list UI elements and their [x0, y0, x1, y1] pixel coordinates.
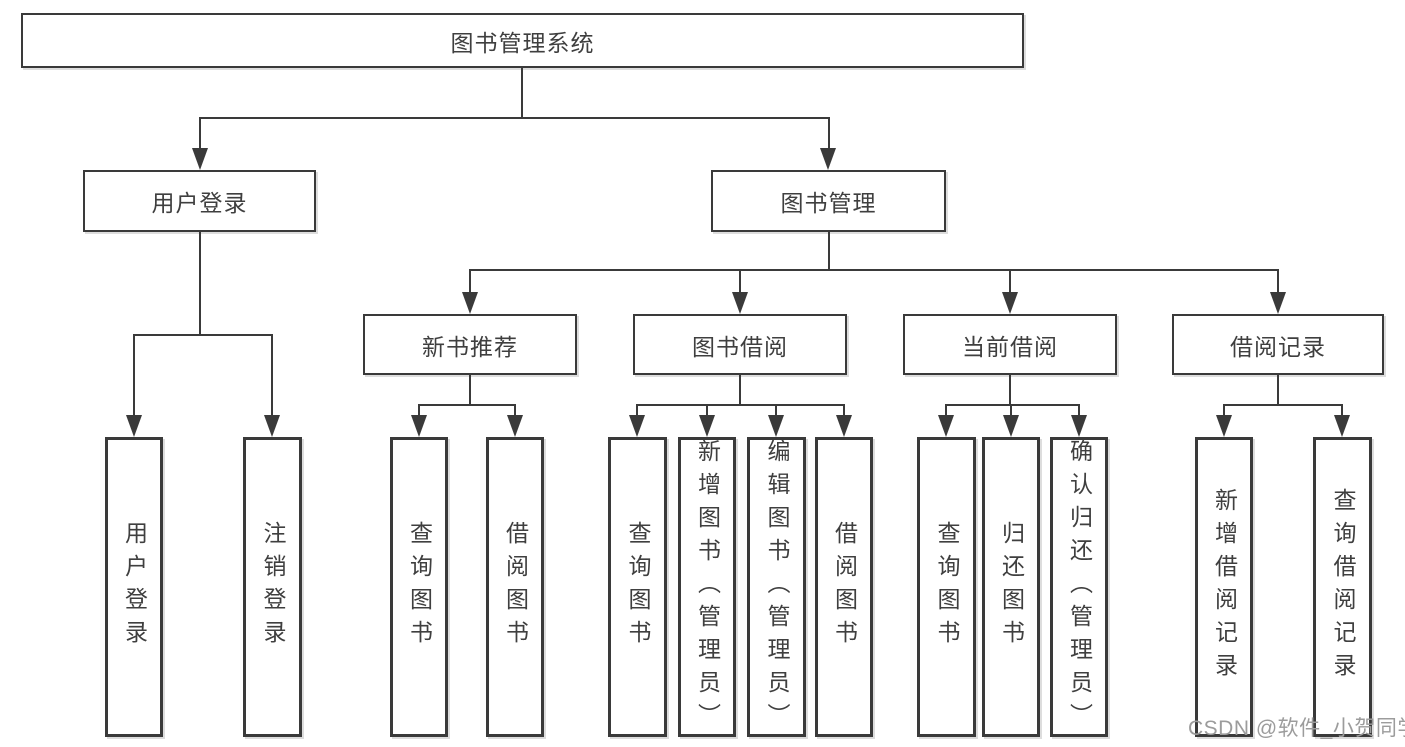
- connector-vline: [739, 375, 741, 405]
- arrowhead-down-icon: [699, 415, 715, 437]
- arrowhead-down-icon: [1334, 415, 1350, 437]
- node-label: 当前借阅: [962, 333, 1058, 360]
- leaf-label: 查询图书: [934, 521, 960, 653]
- leaf-user-login: 用户登录: [105, 437, 163, 737]
- node-label: 用户登录: [151, 190, 248, 216]
- arrowhead-down-icon: [820, 148, 836, 170]
- arrowhead-down-icon: [732, 292, 748, 314]
- leaf-edit-book-admin: 编辑图书（管理员）: [747, 437, 806, 737]
- leaf-label: 新增借阅记录: [1211, 488, 1238, 686]
- connector-vline: [1277, 269, 1279, 292]
- arrowhead-down-icon: [1071, 415, 1087, 437]
- node-current-borrowing: 当前借阅: [903, 314, 1117, 375]
- connector-hline: [199, 117, 830, 119]
- leaf-query-books-borrowing: 查询图书: [608, 437, 667, 737]
- leaf-borrow-books-recommend: 借阅图书: [486, 437, 544, 737]
- connector-vline: [828, 232, 830, 270]
- leaf-add-borrow-record: 新增借阅记录: [1195, 437, 1253, 737]
- connector-vline: [1009, 375, 1011, 405]
- leaf-label: 归还图书: [998, 521, 1025, 653]
- arrowhead-down-icon: [264, 415, 280, 437]
- node-label: 图书管理系统: [450, 29, 595, 56]
- leaf-label: 查询图书: [406, 521, 433, 653]
- connector-vline: [1223, 404, 1225, 416]
- leaf-label: 借阅图书: [502, 521, 529, 653]
- arrowhead-down-icon: [411, 415, 427, 437]
- arrowhead-down-icon: [1003, 415, 1019, 437]
- leaf-label: 用户登录: [121, 521, 148, 653]
- connector-vline: [1277, 375, 1279, 405]
- leaf-add-book-admin: 新增图书（管理员）: [678, 437, 736, 737]
- node-library-management-system: 图书管理系统: [21, 13, 1024, 68]
- connector-vline: [514, 404, 516, 416]
- arrowhead-down-icon: [462, 292, 478, 314]
- connector-vline: [469, 269, 471, 292]
- connector-hline: [636, 404, 845, 406]
- node-label: 图书管理: [780, 190, 877, 216]
- leaf-confirm-return-admin: 确认归还（管理员）: [1050, 437, 1108, 737]
- node-label: 借阅记录: [1230, 333, 1326, 360]
- leaf-label: 确认归还（管理员）: [1066, 438, 1093, 736]
- arrowhead-down-icon: [126, 415, 142, 437]
- connector-vline: [199, 232, 201, 335]
- arrowhead-down-icon: [1216, 415, 1232, 437]
- csdn-watermark: CSDN @软件_小贺同学: [1188, 717, 1405, 740]
- connector-vline: [469, 375, 471, 405]
- node-book-management: 图书管理: [711, 170, 946, 232]
- leaf-label: 编辑图书（管理员）: [764, 438, 790, 736]
- arrowhead-down-icon: [1270, 292, 1286, 314]
- connector-vline: [828, 117, 830, 148]
- leaf-return-book: 归还图书: [982, 437, 1040, 737]
- arrowhead-down-icon: [192, 148, 208, 170]
- arrowhead-down-icon: [768, 415, 784, 437]
- connector-hline: [418, 404, 516, 406]
- leaf-query-books-current: 查询图书: [917, 437, 976, 737]
- connector-vline: [739, 269, 741, 292]
- arrowhead-down-icon: [836, 415, 852, 437]
- connector-vline: [706, 404, 708, 416]
- node-label: 新书推荐: [422, 333, 518, 360]
- connector-vline: [199, 117, 201, 148]
- leaf-logout: 注销登录: [243, 437, 302, 737]
- leaf-borrow-books: 借阅图书: [815, 437, 873, 737]
- connector-vline: [133, 334, 135, 415]
- leaf-label: 新增图书（管理员）: [694, 438, 721, 736]
- connector-vline: [775, 404, 777, 416]
- node-borrowing-records: 借阅记录: [1172, 314, 1384, 375]
- connector-vline: [843, 404, 845, 416]
- connector-vline: [271, 334, 273, 415]
- leaf-query-books-recommend: 查询图书: [390, 437, 448, 737]
- connector-vline: [418, 404, 420, 416]
- connector-vline: [945, 404, 947, 416]
- connector-hline: [469, 269, 1279, 271]
- arrowhead-down-icon: [938, 415, 954, 437]
- node-book-borrowing: 图书借阅: [633, 314, 847, 375]
- leaf-label: 查询图书: [625, 521, 651, 653]
- node-label: 图书借阅: [692, 333, 788, 360]
- connector-hline: [1223, 404, 1343, 406]
- connector-hline: [133, 334, 273, 336]
- leaf-label: 注销登录: [260, 521, 286, 653]
- node-new-book-recommendation: 新书推荐: [363, 314, 577, 375]
- connector-vline: [521, 68, 523, 118]
- connector-vline: [1078, 404, 1080, 416]
- connector-vline: [636, 404, 638, 416]
- leaf-query-borrow-record: 查询借阅记录: [1313, 437, 1372, 737]
- connector-hline: [945, 404, 1080, 406]
- arrowhead-down-icon: [507, 415, 523, 437]
- connector-vline: [1010, 404, 1012, 416]
- leaf-label: 借阅图书: [831, 521, 858, 653]
- arrowhead-down-icon: [629, 415, 645, 437]
- leaf-label: 查询借阅记录: [1330, 488, 1356, 686]
- arrowhead-down-icon: [1002, 292, 1018, 314]
- node-user-login: 用户登录: [83, 170, 316, 232]
- connector-vline: [1341, 404, 1343, 416]
- connector-vline: [1009, 269, 1011, 292]
